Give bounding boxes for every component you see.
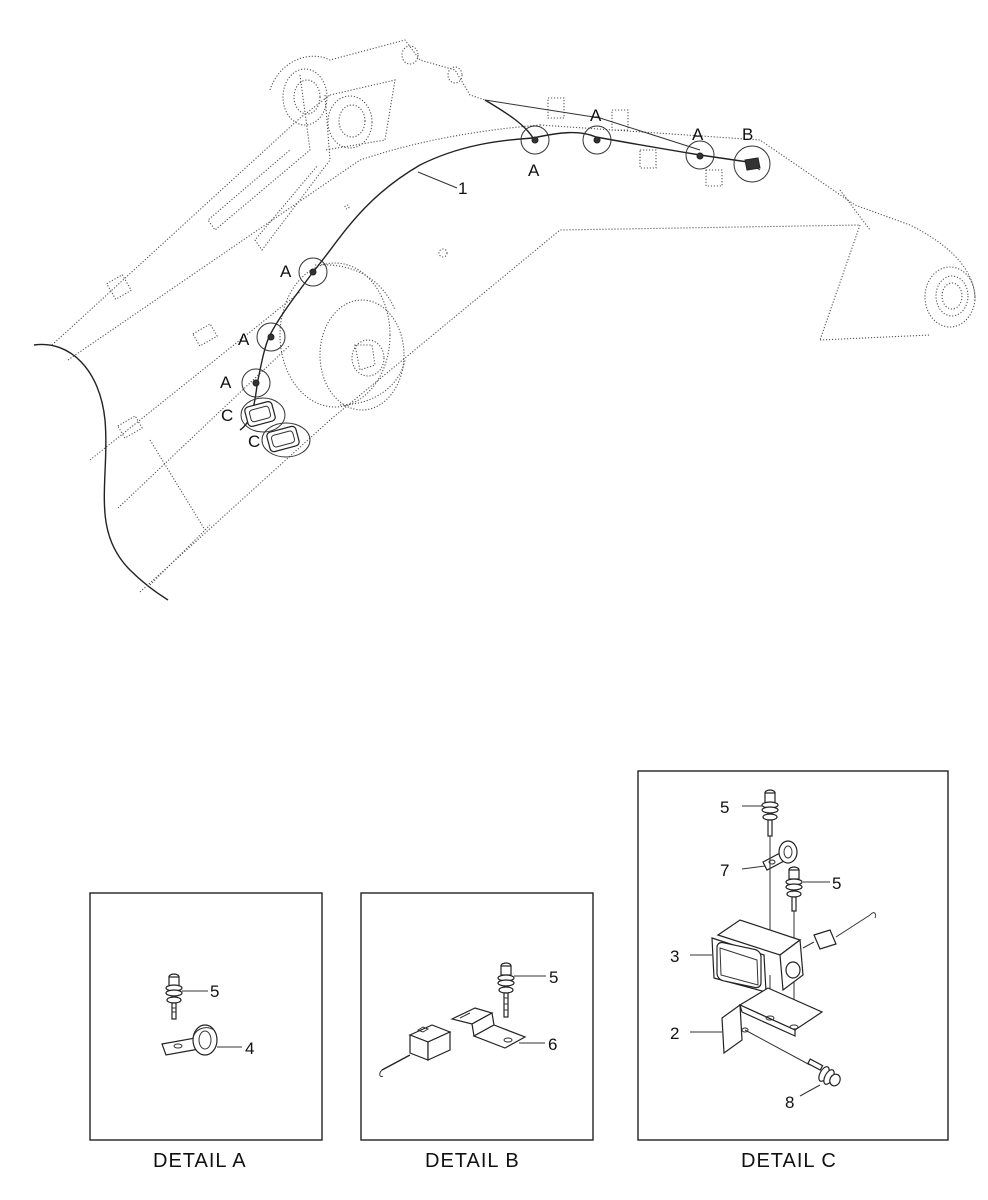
boom-outline — [33, 39, 976, 601]
connector-icon — [744, 157, 761, 171]
detail-c-callout-3: 3 — [670, 947, 679, 966]
circle-a1 — [520, 125, 550, 155]
detail-c-panel: 5 7 5 — [637, 770, 949, 1141]
detail-a-title: DETAIL A — [153, 1150, 247, 1172]
callout-c: C — [248, 432, 260, 451]
work-lamp-icon — [711, 919, 804, 993]
detail-a-callout-5: 5 — [210, 982, 219, 1001]
callout-a: A — [692, 125, 704, 144]
detail-b-title: DETAIL B — [425, 1150, 520, 1172]
detail-b-panel: 5 6 — [360, 892, 594, 1141]
connector-icon — [408, 1024, 452, 1061]
bolt-washer-icon — [761, 789, 779, 837]
bolt-washer-icon — [497, 962, 515, 1018]
detail-c-callout-5-right: 5 — [832, 874, 841, 893]
detail-b-callout-6: 6 — [548, 1035, 557, 1054]
hose-clamp-icon — [762, 840, 798, 871]
hose-clamp-icon — [252, 379, 260, 387]
work-lamp-icon — [266, 425, 300, 453]
callout-a: A — [528, 161, 540, 180]
hose-clamp-icon — [161, 1024, 218, 1056]
main-callouts: 1 A A A B A A A C C — [220, 106, 753, 451]
wiring-harness — [239, 99, 761, 431]
callout-1: 1 — [458, 179, 467, 198]
hose-clamp-icon — [531, 136, 539, 144]
detail-c-callout-7: 7 — [720, 861, 729, 880]
callout-c: C — [221, 406, 233, 425]
detail-a-panel: 5 4 — [89, 892, 323, 1141]
hose-clamp-icon — [267, 333, 275, 341]
detail-b-callout-5: 5 — [549, 968, 558, 987]
callout-a: A — [238, 330, 250, 349]
clamp-circles — [240, 125, 771, 458]
detail-a-callout-4: 4 — [245, 1039, 254, 1058]
bracket-icon — [450, 1007, 527, 1049]
callout-a: A — [220, 373, 232, 392]
bracket-icon — [721, 987, 824, 1055]
hose-clamp-icon — [309, 268, 317, 276]
circle-a6 — [241, 368, 271, 398]
bolt-washer-icon — [165, 973, 183, 1020]
hose-clamp-icon — [593, 136, 601, 144]
circle-a5 — [256, 322, 286, 352]
circle-a2 — [582, 125, 612, 155]
detail-c-callout-2: 2 — [670, 1024, 679, 1043]
circle-c1 — [240, 397, 286, 433]
hose-clamp-icon — [696, 152, 704, 160]
bolt-washer-icon — [785, 866, 803, 912]
callout-a: A — [280, 262, 292, 281]
circle-a3 — [685, 140, 715, 170]
circle-a4 — [298, 257, 328, 287]
circle-c2 — [261, 422, 311, 458]
callout-b: B — [742, 125, 753, 144]
detail-c-callout-5-top: 5 — [720, 798, 729, 817]
detail-c-callout-8: 8 — [785, 1093, 794, 1112]
connector-icon — [802, 912, 877, 950]
work-lamp-icon — [244, 401, 276, 427]
detail-c-title: DETAIL C — [741, 1150, 837, 1172]
circle-b1 — [733, 145, 771, 183]
callout-a: A — [590, 106, 602, 125]
bolt-washer-icon — [807, 1058, 841, 1087]
